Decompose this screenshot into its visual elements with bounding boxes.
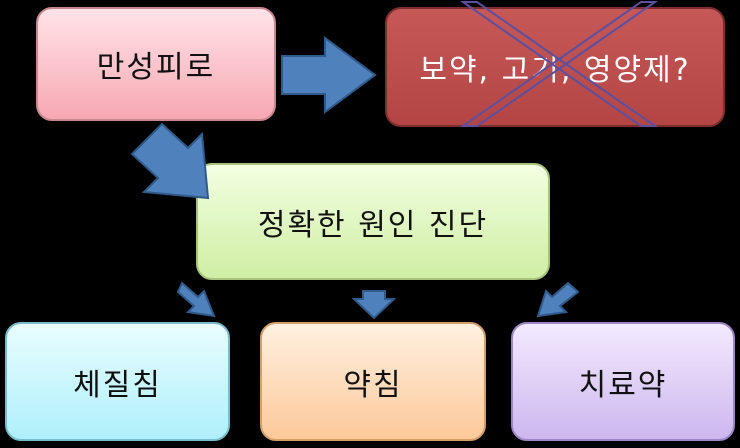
- node-pharmacopuncture-label: 약침: [343, 367, 403, 403]
- node-herbal-medicine: 치료약: [511, 322, 735, 441]
- node-herbal-label: 치료약: [578, 367, 668, 403]
- node-chronic-fatigue: 만성피로: [36, 7, 276, 121]
- arrow-to-tonic: [281, 36, 377, 114]
- node-constitution-label: 체질침: [73, 367, 162, 403]
- cross-out-mark: [459, 1, 659, 127]
- arrow-to-pharmacopuncture: [351, 290, 397, 320]
- node-tonic-label: 보약, 고기, 영양제?: [419, 53, 691, 88]
- node-accurate-diagnosis: 정확한 원인 진단: [196, 163, 550, 280]
- node-pharmacopuncture: 약침: [260, 322, 486, 441]
- arrow-to-diagnosis: [130, 122, 210, 200]
- arrow-to-herbal: [536, 281, 580, 318]
- node-diagnosis-label: 정확한 원인 진단: [257, 207, 489, 243]
- node-constitution-acupuncture: 체질침: [5, 322, 230, 441]
- arrow-to-constitution: [176, 281, 216, 318]
- node-chronic-fatigue-label: 만성피로: [96, 50, 216, 85]
